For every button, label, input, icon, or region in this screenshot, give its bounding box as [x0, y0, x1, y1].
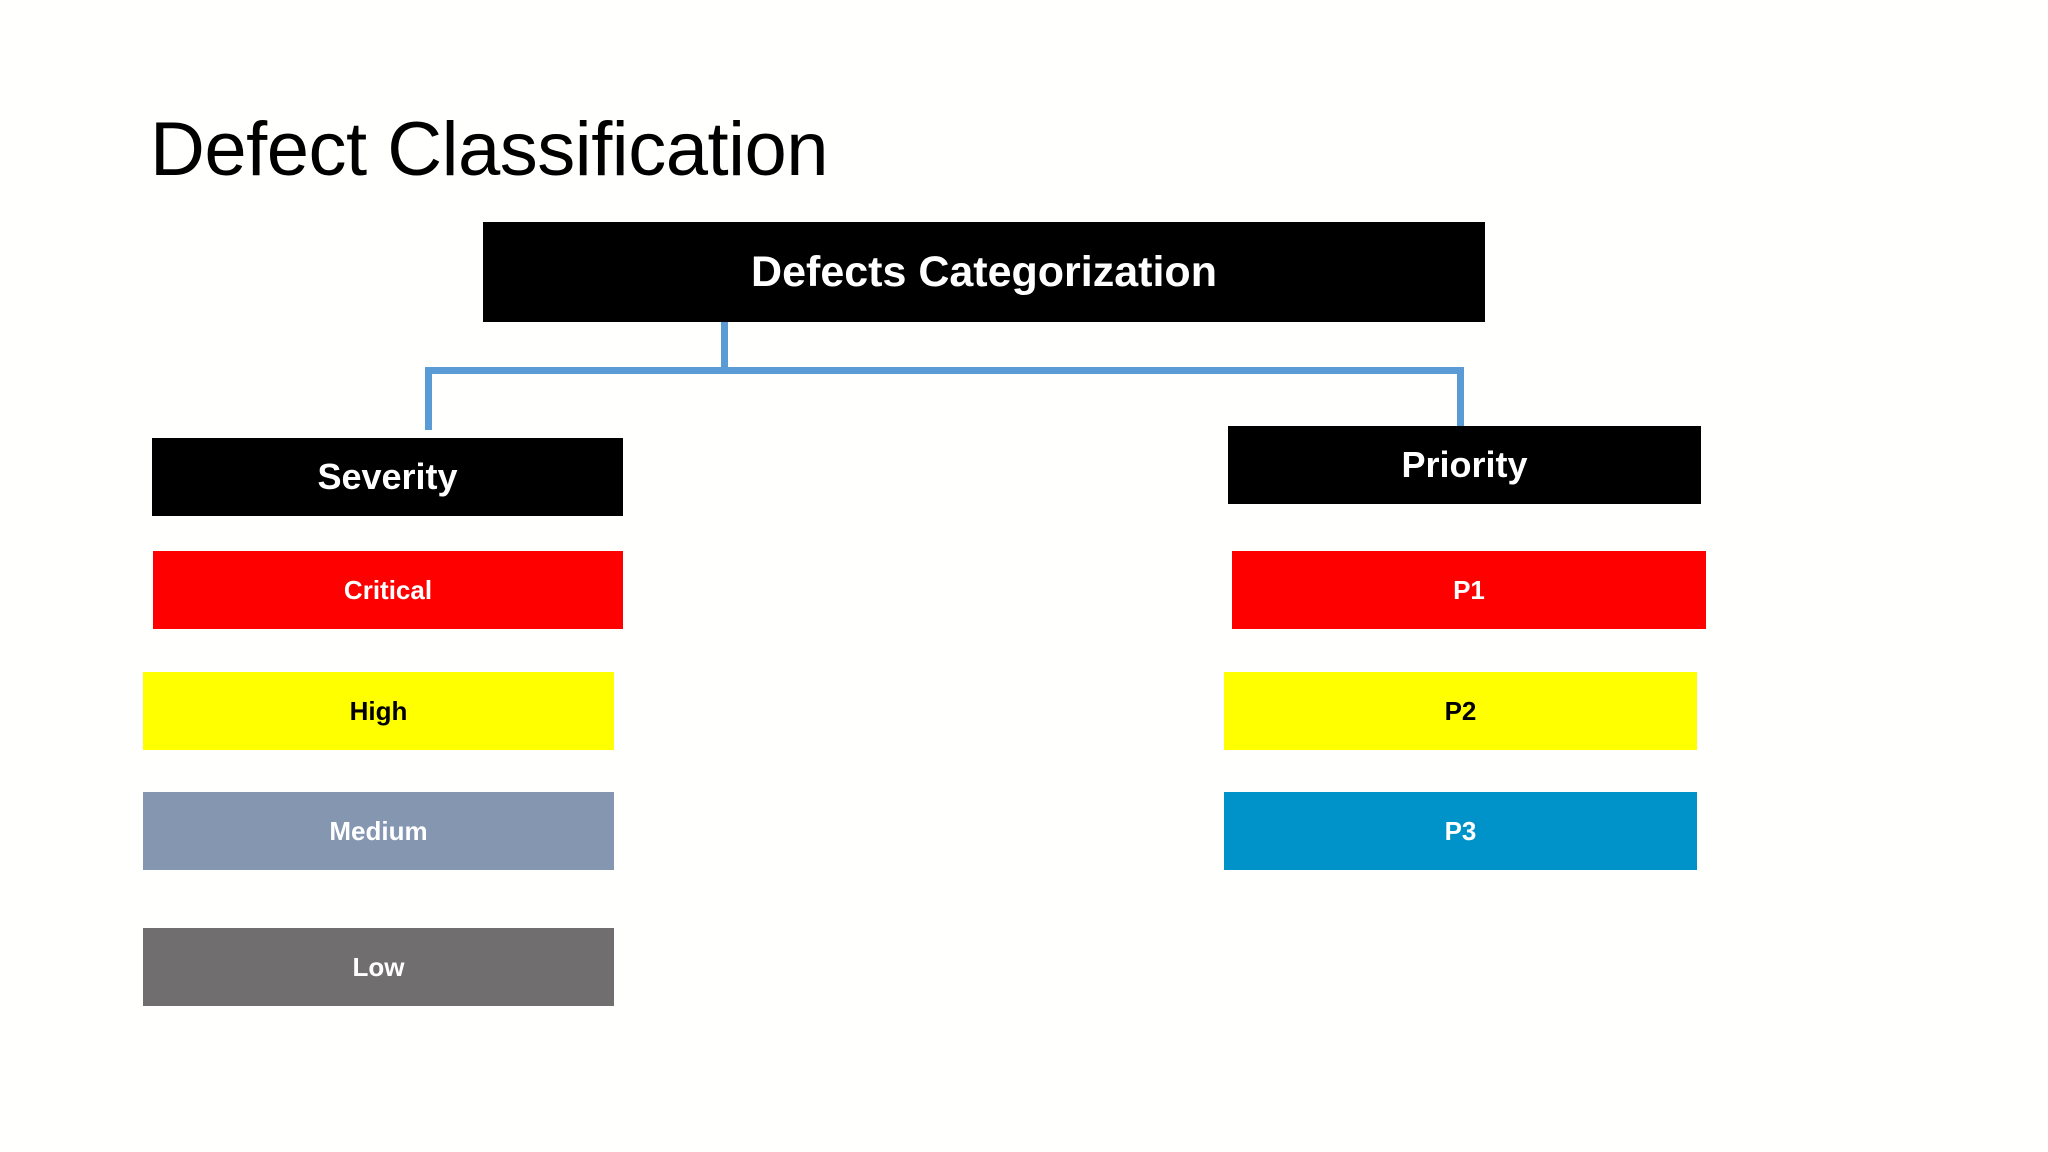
connector-drop-priority [1457, 367, 1464, 428]
node-priority-p2[interactable]: P2 [1224, 672, 1697, 750]
node-priority-p3[interactable]: P3 [1224, 792, 1697, 870]
node-severity-low[interactable]: Low [143, 928, 614, 1006]
connector-horizontal-bus [425, 367, 1464, 374]
node-priority-header[interactable]: Priority [1228, 426, 1701, 504]
node-priority-p1[interactable]: P1 [1232, 551, 1706, 629]
node-severity-high[interactable]: High [143, 672, 614, 750]
connector-root-stem [721, 318, 728, 374]
node-severity-critical[interactable]: Critical [153, 551, 623, 629]
node-severity-medium[interactable]: Medium [143, 792, 614, 870]
node-severity-header[interactable]: Severity [152, 438, 623, 516]
node-defects-categorization[interactable]: Defects Categorization [483, 222, 1485, 322]
connector-drop-severity [425, 367, 432, 430]
page-title: Defect Classification [150, 107, 829, 192]
